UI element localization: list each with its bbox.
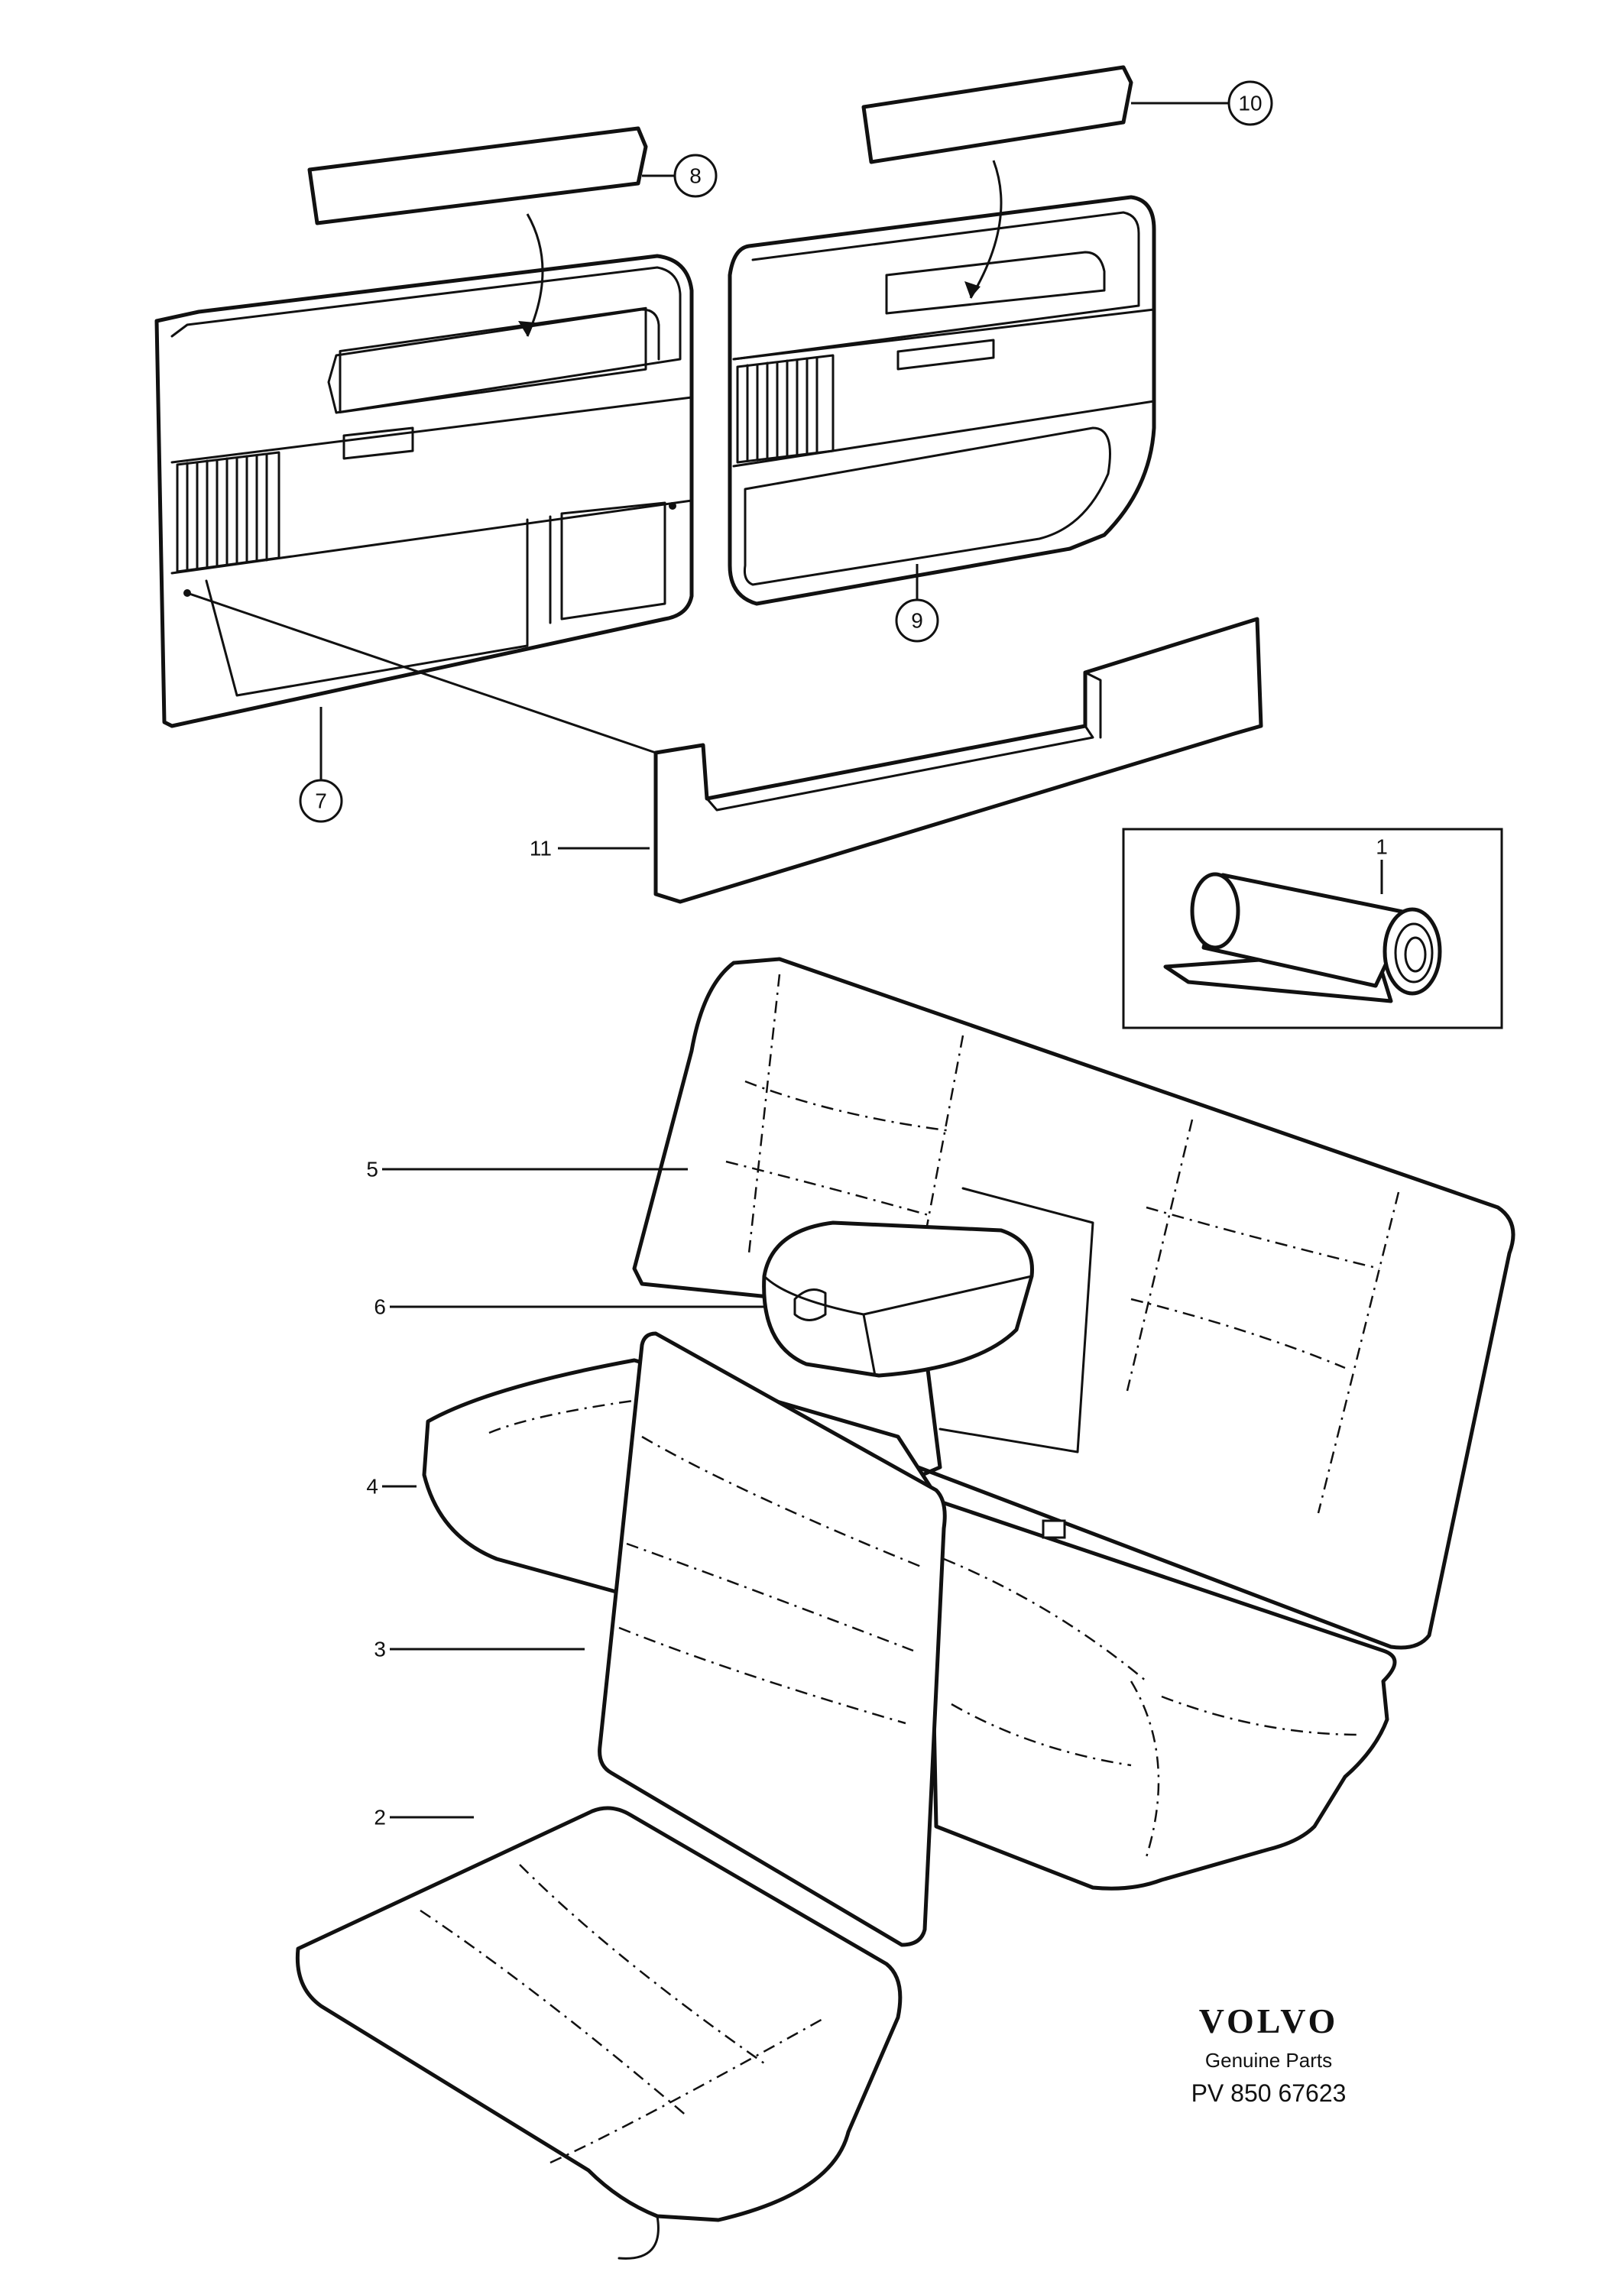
door-sill-panel	[653, 617, 1263, 904]
arrow-10	[969, 160, 1003, 299]
callout-1: 1	[1376, 835, 1388, 859]
front-seat-cushion	[295, 1806, 903, 2260]
arrow-head-10	[964, 281, 981, 298]
speaker-grille-rear	[736, 354, 835, 464]
callout-8-circle	[673, 154, 718, 198]
callout-10: 10	[1238, 92, 1262, 115]
upholstery-roll	[1163, 872, 1442, 1003]
callout-5: 5	[366, 1158, 378, 1181]
center-armrest	[762, 1220, 1066, 1539]
callout-8: 8	[689, 164, 702, 188]
rear-seat-backrest	[632, 957, 1515, 1650]
callout-10-circle	[1227, 80, 1273, 126]
callout-11: 11	[530, 837, 552, 860]
door-trim-strip-front	[307, 126, 648, 225]
front-seat-backrest	[598, 1331, 947, 1947]
arrow-8	[526, 213, 544, 337]
callout-4: 4	[366, 1475, 378, 1499]
speaker-grille-front	[176, 451, 280, 573]
door-panel-rear	[728, 195, 1156, 606]
callout-6: 6	[374, 1295, 386, 1319]
part-code: PV 850 67623	[1191, 2079, 1347, 2107]
callout-2: 2	[374, 1806, 386, 1829]
callout-9-circle	[895, 598, 939, 643]
callout-7: 7	[315, 789, 327, 813]
door-trim-strip-rear	[861, 65, 1133, 164]
branding-block: VOLVO Genuine Parts PV 850 67623	[1191, 2001, 1347, 2107]
door-panel-front	[154, 254, 694, 728]
inset-box	[1122, 828, 1503, 1029]
brand-logo: VOLVO	[1199, 2001, 1339, 2040]
callout-3: 3	[374, 1638, 386, 1661]
leader-7-to-11	[186, 591, 657, 754]
callout-7-circle	[299, 779, 343, 823]
arrow-head-8	[518, 321, 535, 336]
armrest-strap	[1042, 1519, 1066, 1539]
brand-subtitle: Genuine Parts	[1205, 2049, 1332, 2072]
callout-9: 9	[911, 609, 923, 633]
